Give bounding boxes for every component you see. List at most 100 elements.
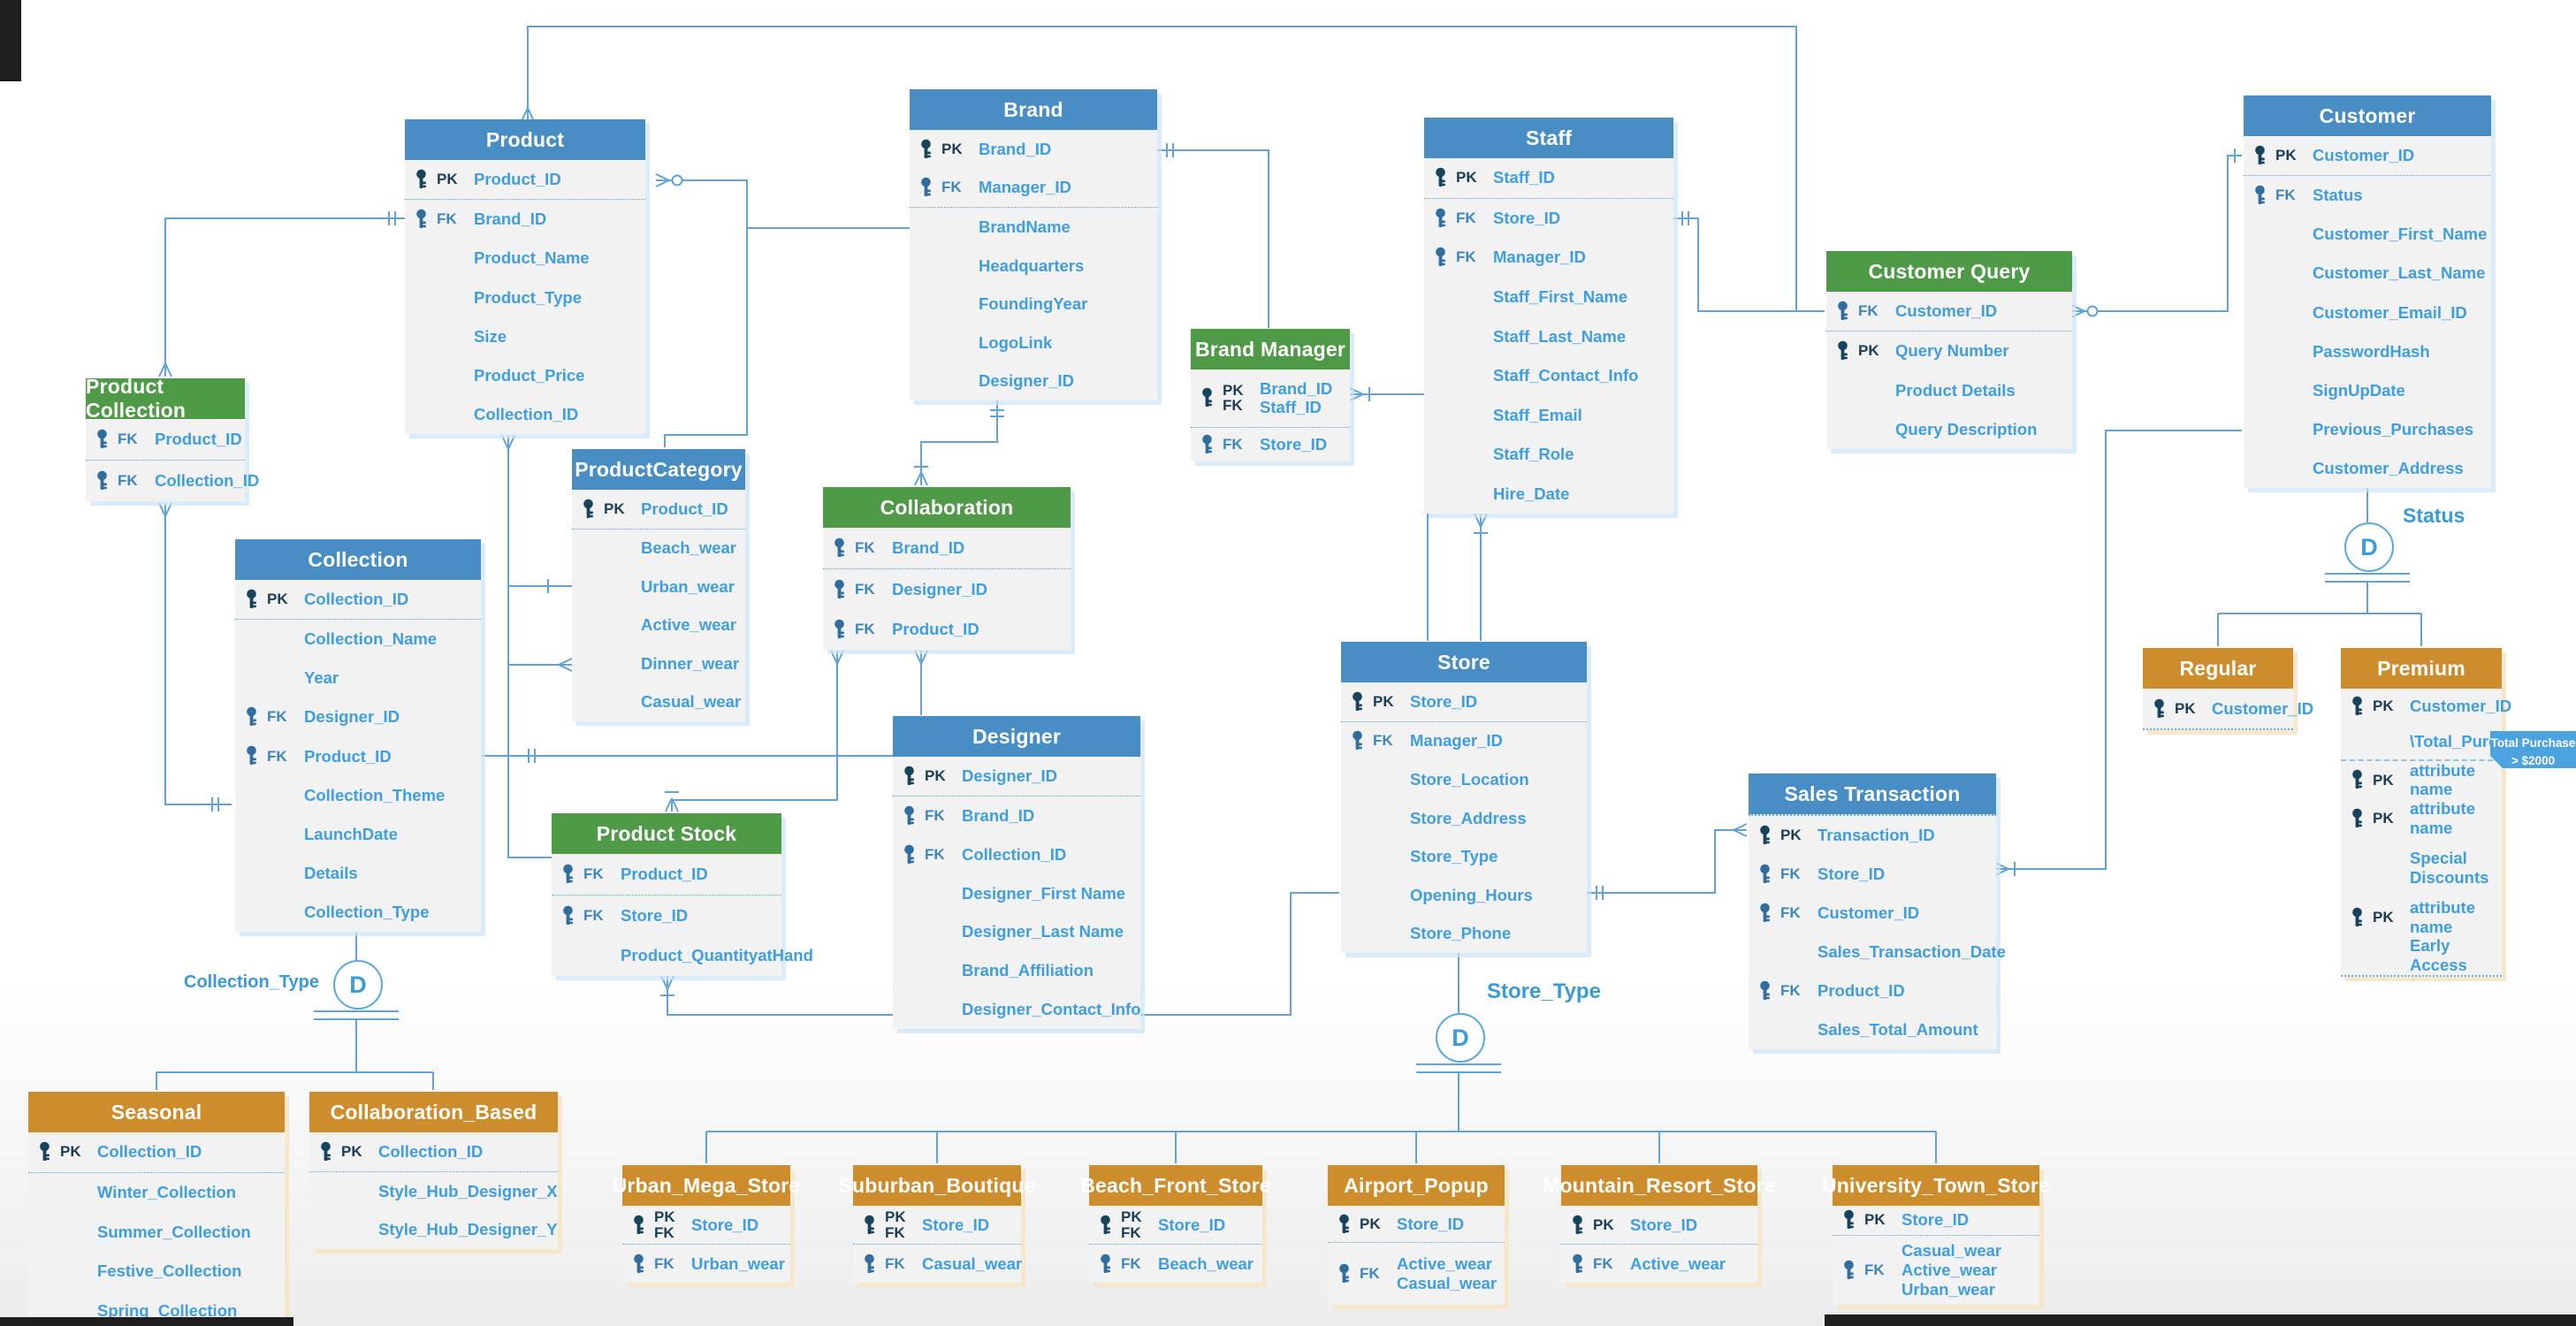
attribute-row[interactable]: Previous_Purchases bbox=[2244, 410, 2491, 449]
attribute-row[interactable]: Brand_Affiliation bbox=[893, 951, 1140, 990]
attribute-row[interactable]: Collection_Name bbox=[235, 620, 481, 659]
attribute-row[interactable]: Collection_Theme bbox=[235, 776, 481, 815]
attribute-row[interactable]: Size bbox=[405, 317, 645, 356]
total-purchase-tooltip[interactable]: Total Purchase > $2000 bbox=[2490, 731, 2576, 768]
attribute-row[interactable]: Headquarters bbox=[910, 247, 1157, 286]
attribute-row[interactable]: Collection_Type bbox=[235, 893, 481, 932]
connector-brand-brandmanager[interactable] bbox=[1155, 143, 1269, 328]
attribute-row[interactable]: BrandName bbox=[910, 208, 1157, 247]
entity-title-brand-manager[interactable]: Brand Manager bbox=[1191, 329, 1350, 370]
connector-collaboration-productstock[interactable] bbox=[665, 650, 844, 812]
attribute-row[interactable]: Year bbox=[235, 659, 481, 697]
disjoint-subtype-symbol-collection_type[interactable]: D bbox=[333, 960, 383, 1010]
entity-title-airport-popup[interactable]: Airport_Popup bbox=[1328, 1165, 1505, 1206]
attribute-row[interactable]: Style_Hub_Designer_X bbox=[309, 1172, 558, 1211]
attribute-row[interactable]: Winter_Collection bbox=[28, 1173, 285, 1213]
connector-productcollection-collection[interactable] bbox=[158, 502, 232, 812]
connector-salestransaction-customer[interactable] bbox=[1994, 430, 2242, 876]
attribute-row[interactable]: Product_QuantityatHand bbox=[552, 935, 813, 976]
connector-product-productcategory[interactable] bbox=[655, 173, 748, 447]
attribute-row[interactable]: Style_Hub_Designer_Y bbox=[309, 1210, 558, 1249]
attribute-row[interactable]: Staff_First_Name bbox=[1424, 278, 1673, 317]
connector-productstock-store[interactable] bbox=[660, 892, 1339, 1016]
connector-product-productcollection[interactable] bbox=[158, 211, 405, 377]
disjoint-subtype-symbol-store_type[interactable]: D bbox=[1436, 1013, 1485, 1063]
entity-title-seasonal[interactable]: Seasonal bbox=[28, 1092, 285, 1132]
attribute-row[interactable]: Beach_wear bbox=[572, 530, 745, 568]
attribute-row[interactable]: Casual_wear bbox=[572, 683, 745, 722]
attribute-row[interactable]: Sales_Total_Amount bbox=[1749, 1010, 1996, 1049]
entity-title-product[interactable]: Product bbox=[405, 119, 645, 160]
attribute-row[interactable]: Spring_Collection bbox=[28, 1291, 285, 1326]
attribute-row[interactable]: Staff_Contact_Info bbox=[1424, 356, 1673, 396]
entity-title-university-town-store[interactable]: University_Town_Store bbox=[1822, 1165, 2050, 1206]
attribute-row[interactable]: Query Description bbox=[1826, 410, 2072, 449]
attribute-row[interactable]: Staff_Email bbox=[1424, 395, 1673, 435]
attribute-row[interactable]: Designer_Contact_Info bbox=[893, 990, 1141, 1029]
connector-product-productstock[interactable] bbox=[501, 435, 552, 858]
entity-title-staff[interactable]: Staff bbox=[1424, 118, 1673, 158]
entity-title-collection[interactable]: Collection bbox=[235, 539, 481, 580]
entity-title-collaboration[interactable]: Collaboration bbox=[823, 487, 1071, 528]
attribute-row[interactable]: Dinner_wear bbox=[572, 644, 745, 683]
attribute-row[interactable]: Active_wear bbox=[572, 606, 745, 645]
attribute-row[interactable]: SignUpDate bbox=[2244, 371, 2491, 410]
attribute-row[interactable]: Store_Phone bbox=[1341, 914, 1587, 953]
entity-title-customer[interactable]: Customer bbox=[2244, 95, 2491, 136]
attribute-row[interactable]: Early Access bbox=[2341, 936, 2502, 975]
entity-title-urban-mega-store[interactable]: Urban_Mega_Store bbox=[613, 1165, 800, 1206]
attribute-row[interactable]: Customer_Address bbox=[2244, 449, 2491, 488]
attribute-row[interactable]: Collection_ID bbox=[405, 395, 645, 434]
connector-staff-customerquery[interactable] bbox=[1673, 211, 1796, 312]
connector-store-subtype-bus[interactable] bbox=[705, 953, 1937, 1163]
entity-title-product-stock[interactable]: Product Stock bbox=[552, 813, 781, 854]
entity-title-mountain-resort-store[interactable]: Mountain_Resort_Store bbox=[1543, 1165, 1776, 1206]
connector-customer-subtype-bus[interactable] bbox=[2217, 488, 2422, 646]
entity-title-customer-query[interactable]: Customer Query bbox=[1826, 251, 2072, 292]
entity-title-premium[interactable]: Premium bbox=[2341, 648, 2502, 689]
entity-title-suburban-boutique[interactable]: Suburban_Boutique bbox=[838, 1165, 1035, 1206]
entity-title-product-collection[interactable]: Product Collection bbox=[86, 375, 245, 422]
connector-productcategory-links[interactable] bbox=[508, 579, 573, 672]
connector-collection-designer[interactable] bbox=[482, 749, 893, 763]
attribute-row[interactable]: Product_Name bbox=[405, 239, 645, 278]
